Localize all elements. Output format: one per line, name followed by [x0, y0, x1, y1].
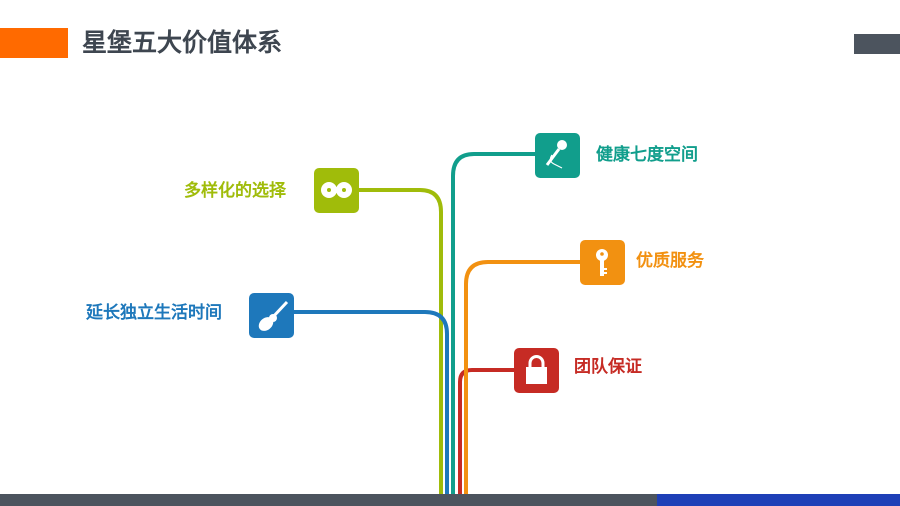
connector-blue: [293, 310, 449, 506]
connector-orange: [464, 260, 580, 506]
key-icon: [580, 240, 625, 285]
connector-red: [458, 368, 514, 506]
connector-green: [358, 188, 443, 506]
corner-bar: [854, 34, 900, 54]
infinity-icon: [314, 168, 359, 213]
connector-teal: [451, 152, 535, 506]
page-title: 星堡五大价值体系: [82, 28, 283, 57]
lock-icon: [514, 348, 559, 393]
footer-bar-accent: [657, 494, 900, 506]
item-label-diversity: 多样化的选择: [184, 181, 286, 201]
item-label-health: 健康七度空间: [596, 145, 698, 165]
item-label-service: 优质服务: [636, 251, 704, 271]
item-label-team: 团队保证: [574, 357, 642, 377]
item-label-independent-living: 延长独立生活时间: [86, 303, 222, 323]
guitar-icon: [249, 293, 294, 338]
microphone-icon: [535, 133, 580, 178]
title-accent-bar: [0, 28, 68, 58]
footer-bar: [0, 494, 657, 506]
